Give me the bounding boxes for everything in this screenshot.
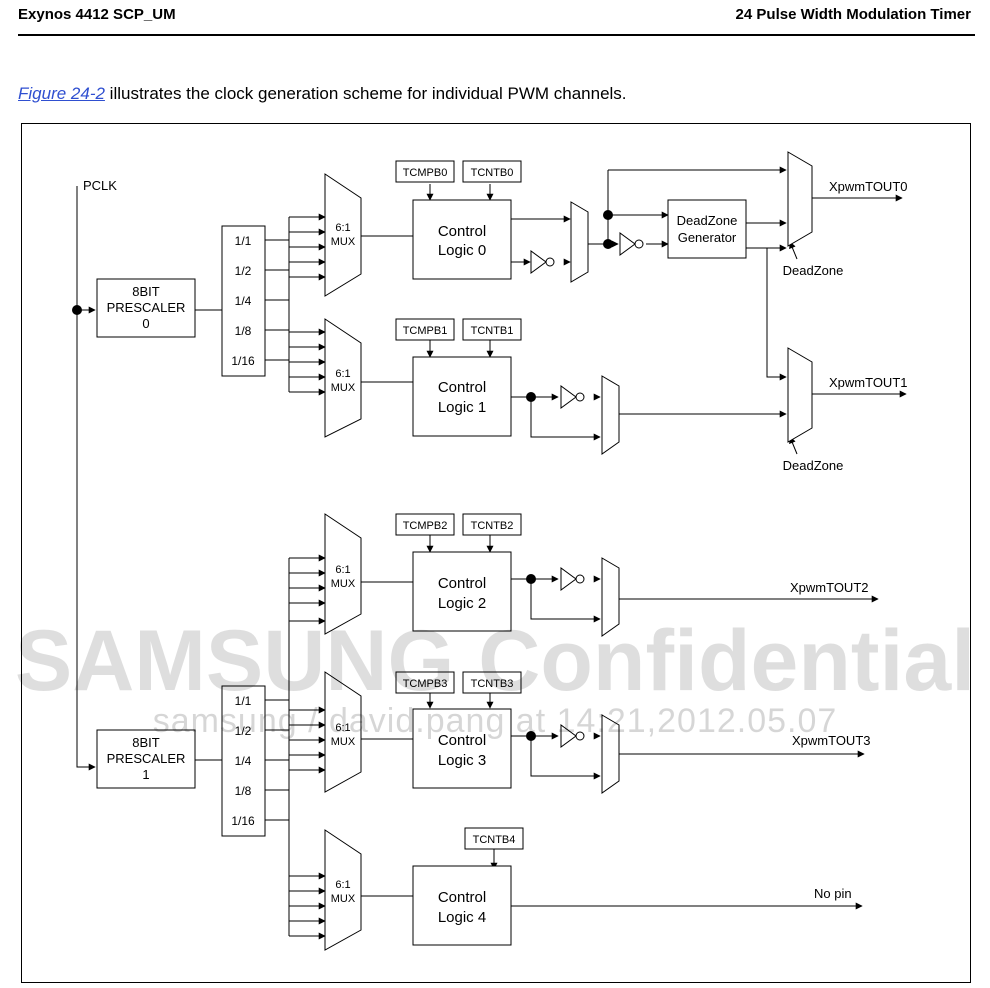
control-label: Control [438,889,486,906]
divider-block-0 [221,225,266,377]
divider-label: 1/4 [235,294,252,308]
divider-label: 1/8 [235,324,252,338]
control-label: Logic 1 [438,399,486,416]
control-label: Logic 4 [438,909,486,926]
divider-label: 1/1 [235,694,252,708]
divider-label: 1/16 [231,354,255,368]
output-label: XpwmTOUT2 [790,580,869,595]
header-rule [18,34,975,36]
deadzone-gen-label: DeadZone [677,213,738,228]
pclk-label: PCLK [83,178,117,193]
register-box [462,160,522,183]
register-label: TCNTB3 [471,678,514,690]
mux-label: 6:1 [335,368,350,380]
intro-paragraph: Figure 24-2 illustrates the clock genera… [18,84,627,104]
wires [76,166,907,940]
figure-frame: 1/1 1/2 1/4 1/8 1/16 1/1 1/2 1/4 1/8 1/1… [21,123,971,983]
watermark-confidential: SAMSUNG Confidential [14,613,976,709]
divider-block-1 [221,685,266,837]
register-box [462,318,522,341]
junction-dots [72,210,613,741]
output-label: XpwmTOUT3 [792,733,871,748]
control-logic-2 [412,551,512,632]
deadzone-generator [667,199,747,259]
mux-label: 6:1 [335,722,350,734]
mux-label: 6:1 [335,222,350,234]
register-label: TCNTB2 [471,520,514,532]
divider-label: 1/1 [235,234,252,248]
prescaler-0 [96,278,196,338]
divider-label: 1/8 [235,784,252,798]
register-label: TCMPB0 [403,167,448,179]
control-logic-3 [412,708,512,789]
register-label: TCMPB1 [403,325,448,337]
register-box [462,671,522,694]
output-label: XpwmTOUT1 [829,375,908,390]
prescaler-1 [96,729,196,789]
control-logic-1 [412,356,512,437]
register-label: TCNTB0 [471,167,514,179]
deadzone-gen-label: Generator [678,230,737,245]
register-box [395,671,455,694]
register-label: TCMPB3 [403,678,448,690]
register-box [395,160,455,183]
prescaler-label: 8BIT [132,735,160,750]
prescaler-label: 1 [142,767,149,782]
watermark-user-stamp: samsung / david.pang at 14:21,2012.05.07 [152,702,838,740]
divider-label: 1/2 [235,264,252,278]
register-box [464,827,524,850]
output-label: XpwmTOUT0 [829,179,908,194]
mux-label: 6:1 [335,879,350,891]
divider-label: 1/4 [235,754,252,768]
figure-link[interactable]: Figure 24-2 [18,84,105,103]
control-label: Control [438,379,486,396]
control-logic-4 [412,865,512,946]
register-box [395,318,455,341]
prescaler-label: PRESCALER [107,300,186,315]
control-label: Control [438,732,486,749]
control-label: Logic 3 [438,752,486,769]
register-label: TCNTB1 [471,325,514,337]
mux-2 [324,513,362,635]
doc-title: Exynos 4412 SCP_UM [18,6,176,23]
mux-label: MUX [331,236,356,248]
register-label: TCMPB2 [403,520,448,532]
divider-label: 1/2 [235,724,252,738]
deadzone-label: DeadZone [783,458,844,473]
control-label: Logic 2 [438,595,486,612]
deadzone-label: DeadZone [783,263,844,278]
mux-0 [324,173,362,297]
register-box [462,513,522,536]
prescaler-label: PRESCALER [107,751,186,766]
control-label: Control [438,223,486,240]
prescaler-label: 8BIT [132,284,160,299]
register-box [395,513,455,536]
control-label: Logic 0 [438,242,486,259]
prescaler-label: 0 [142,316,149,331]
mux-4 [324,829,362,951]
pwm-clock-diagram: 1/1 1/2 1/4 1/8 1/16 1/1 1/2 1/4 1/8 1/1… [72,151,908,951]
mux-label: MUX [331,736,356,748]
output-label: No pin [814,886,852,901]
mux-3 [324,671,362,793]
mux-label: 6:1 [335,564,350,576]
chapter-title: 24 Pulse Width Modulation Timer [735,6,971,23]
inverters [530,232,644,748]
mux-label: MUX [331,382,356,394]
register-label: TCNTB4 [473,834,516,846]
mux-label: MUX [331,578,356,590]
mux-1 [324,318,362,438]
control-logic-0 [412,199,512,280]
divider-label: 1/16 [231,814,255,828]
intro-text: illustrates the clock generation scheme … [104,84,627,103]
selectors [570,151,813,794]
mux-label: MUX [331,893,356,905]
control-label: Control [438,575,486,592]
